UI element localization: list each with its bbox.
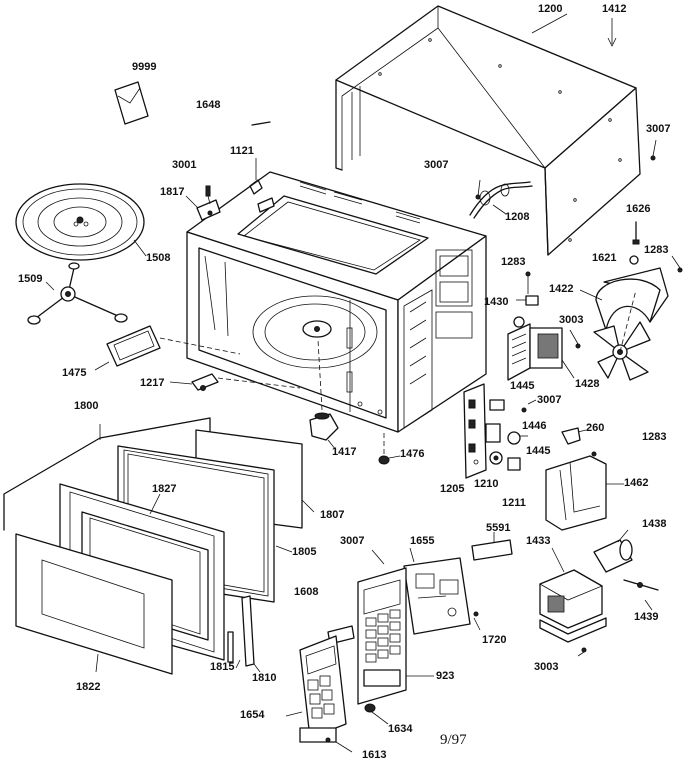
fuse-260 <box>561 427 581 445</box>
label-1445-top: 1445 <box>510 380 535 392</box>
label-1433: 1433 <box>526 535 551 547</box>
label-1613: 1613 <box>362 749 387 761</box>
label-1648: 1648 <box>196 99 221 111</box>
power-cord <box>469 179 533 219</box>
capacitor <box>593 539 633 573</box>
label-1822: 1822 <box>76 681 101 693</box>
thermostat-1430 <box>525 295 539 306</box>
screw-1648 <box>251 121 271 126</box>
label-3007-panel: 3007 <box>340 535 365 547</box>
magnetron <box>507 316 563 381</box>
switch-1211 <box>507 457 521 471</box>
label-1608: 1608 <box>294 586 319 598</box>
label-1428: 1428 <box>575 378 600 390</box>
noise-filter <box>471 539 513 561</box>
label-1205: 1205 <box>440 483 465 495</box>
label-260: 260 <box>586 422 605 434</box>
label-3007-top: 3007 <box>646 123 671 135</box>
label-1283-fan: 1283 <box>644 244 669 256</box>
label-1807: 1807 <box>320 509 345 521</box>
label-1805: 1805 <box>292 546 317 558</box>
spring-1810 <box>241 595 255 667</box>
label-1626: 1626 <box>626 203 651 215</box>
label-1654: 1654 <box>240 709 265 721</box>
label-9999: 9999 <box>132 61 157 73</box>
label-1211: 1211 <box>502 497 526 509</box>
label-923: 923 <box>436 670 455 682</box>
control-panel-frame <box>357 567 407 705</box>
outer-cabinet <box>335 5 641 256</box>
transformer <box>539 569 607 643</box>
label-1475: 1475 <box>62 367 87 379</box>
switch-1446 <box>507 431 521 445</box>
label-1508: 1508 <box>146 252 171 264</box>
label-3007-cord: 3007 <box>424 159 449 171</box>
control-board <box>403 557 471 635</box>
label-3007-switch: 3007 <box>537 394 562 406</box>
label-1655: 1655 <box>410 535 435 547</box>
roller-ring <box>27 262 128 325</box>
label-1210: 1210 <box>474 478 499 490</box>
hinge-1815 <box>227 631 234 663</box>
air-duct <box>545 455 607 531</box>
label-1439: 1439 <box>634 611 659 623</box>
date-code: 9/97 <box>440 732 467 748</box>
label-1810: 1810 <box>252 672 277 684</box>
label-1412: 1412 <box>602 3 627 15</box>
label-1283-duct: 1283 <box>642 431 667 443</box>
label-1720: 1720 <box>482 634 507 646</box>
spring-1634 <box>364 703 389 725</box>
label-1817: 1817 <box>160 186 185 198</box>
instruction-card <box>114 81 149 125</box>
label-1200: 1200 <box>538 3 563 15</box>
door-outer-panel <box>15 533 173 675</box>
label-1121: 1121 <box>230 145 254 157</box>
waveguide-cover <box>106 325 161 367</box>
label-1634: 1634 <box>388 723 413 735</box>
label-1509: 1509 <box>18 273 43 285</box>
label-1208: 1208 <box>505 211 530 223</box>
switch-bracket <box>463 383 487 479</box>
label-1422: 1422 <box>549 283 574 295</box>
keypad-membrane <box>299 635 347 739</box>
label-3003-transformer: 3003 <box>534 661 559 673</box>
label-1417: 1417 <box>332 446 357 458</box>
label-3001: 3001 <box>172 159 197 171</box>
foot-1476 <box>378 455 390 465</box>
label-3003-mag: 3003 <box>559 314 584 326</box>
switch-1445 <box>489 399 505 411</box>
label-1283-mag: 1283 <box>501 256 526 268</box>
label-1476: 1476 <box>400 448 425 460</box>
label-1621: 1621 <box>592 252 617 264</box>
oven-cavity <box>186 171 487 433</box>
label-1827: 1827 <box>152 483 177 495</box>
label-1217: 1217 <box>140 377 165 389</box>
label-1446: 1446 <box>522 420 547 432</box>
turntable-tray <box>15 183 145 261</box>
label-1800: 1800 <box>74 400 99 412</box>
label-5591: 5591 <box>486 522 511 534</box>
stirrer-motor <box>309 412 339 441</box>
label-1445-bottom: 1445 <box>526 445 551 457</box>
label-1430: 1430 <box>484 296 509 308</box>
fan-assembly <box>593 267 669 381</box>
latch-1217 <box>191 373 219 391</box>
label-1438: 1438 <box>642 518 667 530</box>
trim-1613 <box>299 727 337 743</box>
bracket-1121 <box>249 179 263 195</box>
label-1815: 1815 <box>210 661 235 673</box>
label-1462: 1462 <box>624 477 649 489</box>
